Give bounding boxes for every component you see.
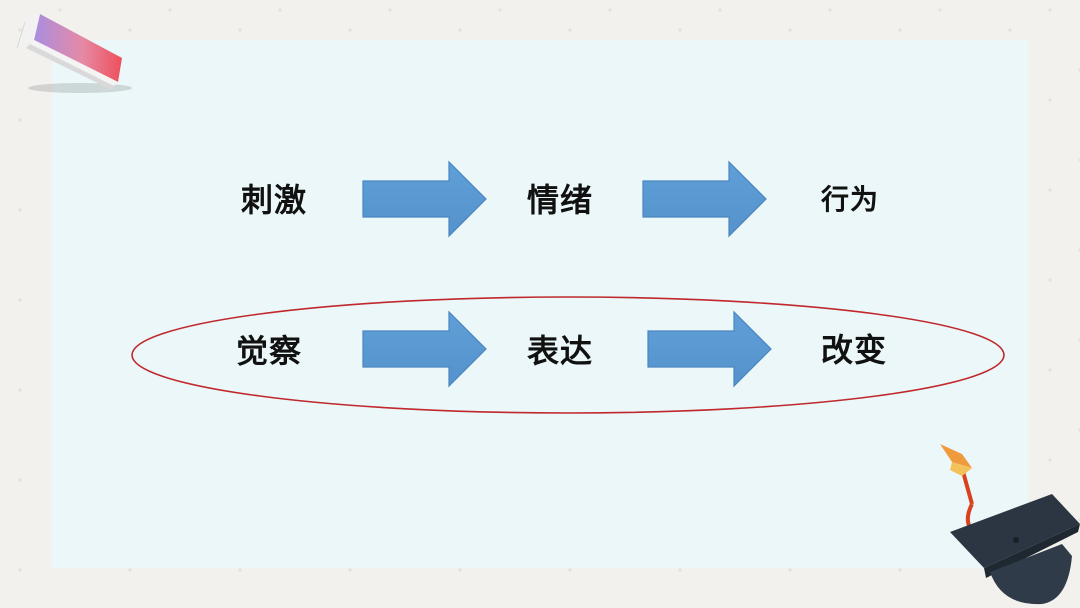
node-emotion: 情绪 [480, 180, 640, 220]
node-awareness: 觉察 [189, 331, 349, 371]
flow-arrow-3 [363, 312, 486, 386]
node-behavior: 行为 [770, 180, 930, 220]
flow-arrow-2 [643, 162, 766, 236]
node-stimulus: 刺激 [194, 180, 354, 220]
flow-arrow-4 [648, 312, 771, 386]
node-expression: 表达 [480, 331, 640, 371]
node-change: 改变 [774, 330, 934, 370]
flow-arrow-1 [363, 162, 486, 236]
